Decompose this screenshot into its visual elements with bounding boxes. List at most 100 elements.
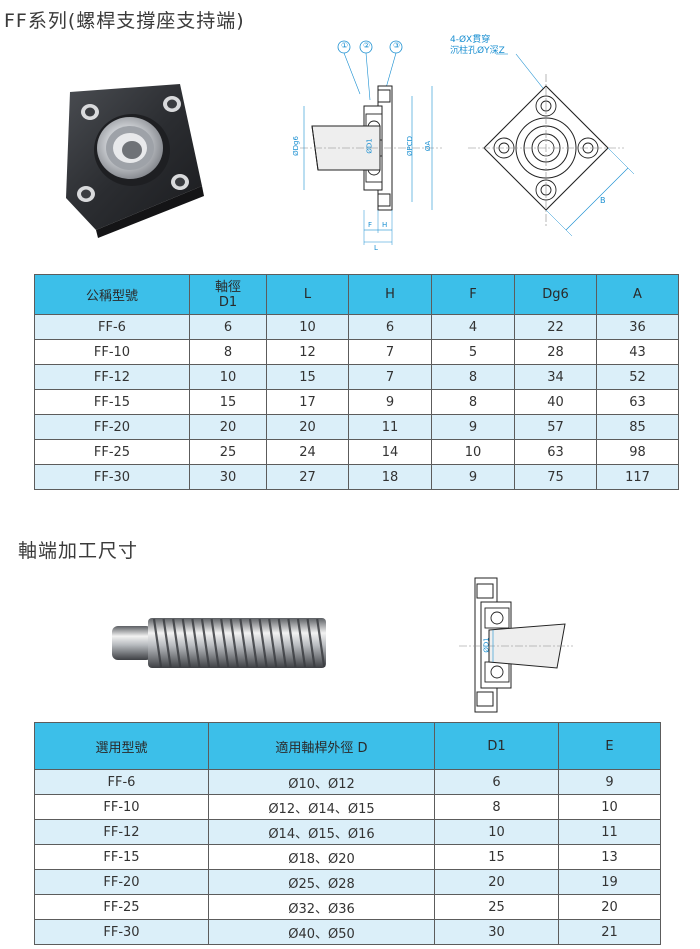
a-cell: 43 xyxy=(596,339,679,365)
model-cell: FF-15 xyxy=(34,844,209,870)
d1-cell: 25 xyxy=(434,894,559,920)
shaft-od-cell: Ø14、Ø15、Ø16 xyxy=(208,819,435,845)
f-cell: 9 xyxy=(431,464,515,490)
header-a: A xyxy=(596,274,679,315)
dg6-cell: 40 xyxy=(514,389,597,415)
model-cell: FF-30 xyxy=(34,919,209,945)
a-cell: 85 xyxy=(596,414,679,440)
model-cell: FF-10 xyxy=(34,339,190,365)
front-view-drawing: 4-ØX貫穿 沉柱孔ØY深Z B xyxy=(448,30,648,255)
label-b: B xyxy=(600,196,606,205)
header-dg6: Dg6 xyxy=(514,274,597,315)
shaft-diameter-cell: 30 xyxy=(189,464,267,490)
label-pcd: ØPCD xyxy=(406,135,415,157)
e-cell: 20 xyxy=(558,894,661,920)
hole-note-line2: 沉柱孔ØY深Z xyxy=(450,46,505,56)
d1-cell: 30 xyxy=(434,919,559,945)
e-cell: 10 xyxy=(558,794,661,820)
shaft-od-cell: Ø10、Ø12 xyxy=(208,769,435,795)
d1-cell: 20 xyxy=(434,869,559,895)
l-cell: 15 xyxy=(266,364,349,390)
f-cell: 4 xyxy=(431,314,515,340)
model-cell: FF-30 xyxy=(34,464,190,490)
callout-3: ③ xyxy=(393,41,401,50)
header-d1: D1 xyxy=(434,722,559,770)
e-cell: 13 xyxy=(558,844,661,870)
bearing-support-photo xyxy=(52,78,212,238)
dg6-cell: 57 xyxy=(514,414,597,440)
header-nominal-model: 公稱型號 xyxy=(34,274,190,315)
model-cell: FF-12 xyxy=(34,364,190,390)
h-cell: 11 xyxy=(348,414,432,440)
l-cell: 27 xyxy=(266,464,349,490)
model-cell: FF-15 xyxy=(34,389,190,415)
shaft-end-drawing: ØD1 xyxy=(455,572,575,718)
shaft-diameter-cell: 25 xyxy=(189,439,267,465)
dg6-cell: 63 xyxy=(514,439,597,465)
label-a: ØA xyxy=(424,140,433,152)
shaft-od-cell: Ø18、Ø20 xyxy=(208,844,435,870)
dg6-cell: 34 xyxy=(514,364,597,390)
h-cell: 9 xyxy=(348,389,432,415)
model-cell: FF-25 xyxy=(34,894,209,920)
a-cell: 52 xyxy=(596,364,679,390)
e-cell: 21 xyxy=(558,919,661,945)
shaft-diameter-cell: 8 xyxy=(189,339,267,365)
header-shaft-od: 適用軸桿外徑 D xyxy=(208,722,435,770)
hole-note-line1: 4-ØX貫穿 xyxy=(450,35,491,45)
f-cell: 9 xyxy=(431,414,515,440)
section-title-shaft-end: 軸端加工尺寸 xyxy=(18,540,139,562)
callout-1: ① xyxy=(341,41,349,50)
side-section-drawing: ① ② ③ ØDg6 ØD1 ØPCD ØA F H L xyxy=(282,30,452,262)
shaft-od-cell: Ø40、Ø50 xyxy=(208,919,435,945)
header-shaft-label: 軸徑 xyxy=(214,279,241,295)
model-cell: FF-25 xyxy=(34,439,190,465)
l-cell: 20 xyxy=(266,414,349,440)
header-shaft-diameter: 軸徑 D1 xyxy=(189,274,267,315)
shaft-diameter-cell: 20 xyxy=(189,414,267,440)
a-cell: 36 xyxy=(596,314,679,340)
label-d1: ØD1 xyxy=(365,138,374,154)
model-cell: FF-6 xyxy=(34,314,190,340)
header-f: F xyxy=(431,274,515,315)
f-cell: 10 xyxy=(431,439,515,465)
a-cell: 117 xyxy=(596,464,679,490)
l-cell: 24 xyxy=(266,439,349,465)
label-h: H xyxy=(382,221,388,229)
model-cell: FF-20 xyxy=(34,869,209,895)
d1-cell: 15 xyxy=(434,844,559,870)
h-cell: 7 xyxy=(348,339,432,365)
dg6-cell: 75 xyxy=(514,464,597,490)
header-h: H xyxy=(348,274,432,315)
model-cell: FF-20 xyxy=(34,414,190,440)
dg6-cell: 28 xyxy=(514,339,597,365)
e-cell: 19 xyxy=(558,869,661,895)
header-l: L xyxy=(266,274,349,315)
d1-cell: 10 xyxy=(434,819,559,845)
label-shaft-d1: ØD1 xyxy=(482,637,491,653)
screw-shaft-photo xyxy=(108,612,330,674)
f-cell: 8 xyxy=(431,389,515,415)
f-cell: 8 xyxy=(431,364,515,390)
e-cell: 9 xyxy=(558,769,661,795)
label-dg6: ØDg6 xyxy=(291,136,300,156)
h-cell: 18 xyxy=(348,464,432,490)
a-cell: 98 xyxy=(596,439,679,465)
label-l: L xyxy=(374,244,378,252)
shaft-diameter-cell: 10 xyxy=(189,364,267,390)
h-cell: 6 xyxy=(348,314,432,340)
shaft-diameter-cell: 6 xyxy=(189,314,267,340)
